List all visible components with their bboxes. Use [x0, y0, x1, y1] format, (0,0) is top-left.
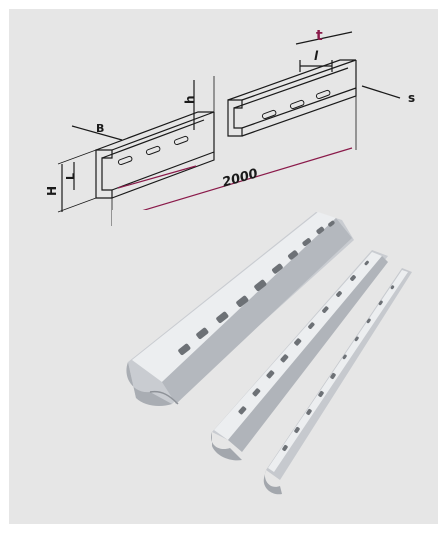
dimension-t — [295, 31, 353, 45]
rail-drawing — [57, 31, 401, 226]
label-H: H — [45, 186, 59, 196]
rail-small — [263, 268, 412, 495]
rail-medium — [211, 250, 388, 461]
dimension-ext-lines — [57, 76, 357, 226]
dimension-line-length — [117, 147, 353, 219]
label-s: s — [408, 91, 415, 105]
left-rail-profile — [95, 149, 113, 199]
label-h: h — [183, 95, 197, 104]
right-rail-inner — [233, 67, 357, 129]
left-rail-inner — [101, 119, 215, 191]
right-rail-profile — [227, 99, 243, 137]
dimension-l — [299, 60, 333, 72]
label-L: L — [64, 173, 77, 180]
label-l: l — [314, 49, 319, 63]
rail-large — [126, 212, 354, 406]
rail-photo — [112, 210, 432, 520]
label-B: B — [96, 122, 104, 135]
dimension-line-inner — [117, 165, 197, 189]
dimension-s — [361, 85, 401, 99]
label-t: t — [316, 28, 323, 44]
left-rail-bottom — [111, 112, 215, 199]
label-length: 2000 — [221, 166, 260, 190]
left-rail-top — [95, 111, 215, 151]
right-rail-top — [227, 59, 357, 101]
dimension-B — [71, 125, 123, 141]
right-rail-slots — [261, 89, 331, 120]
left-rail-slots — [117, 135, 189, 166]
